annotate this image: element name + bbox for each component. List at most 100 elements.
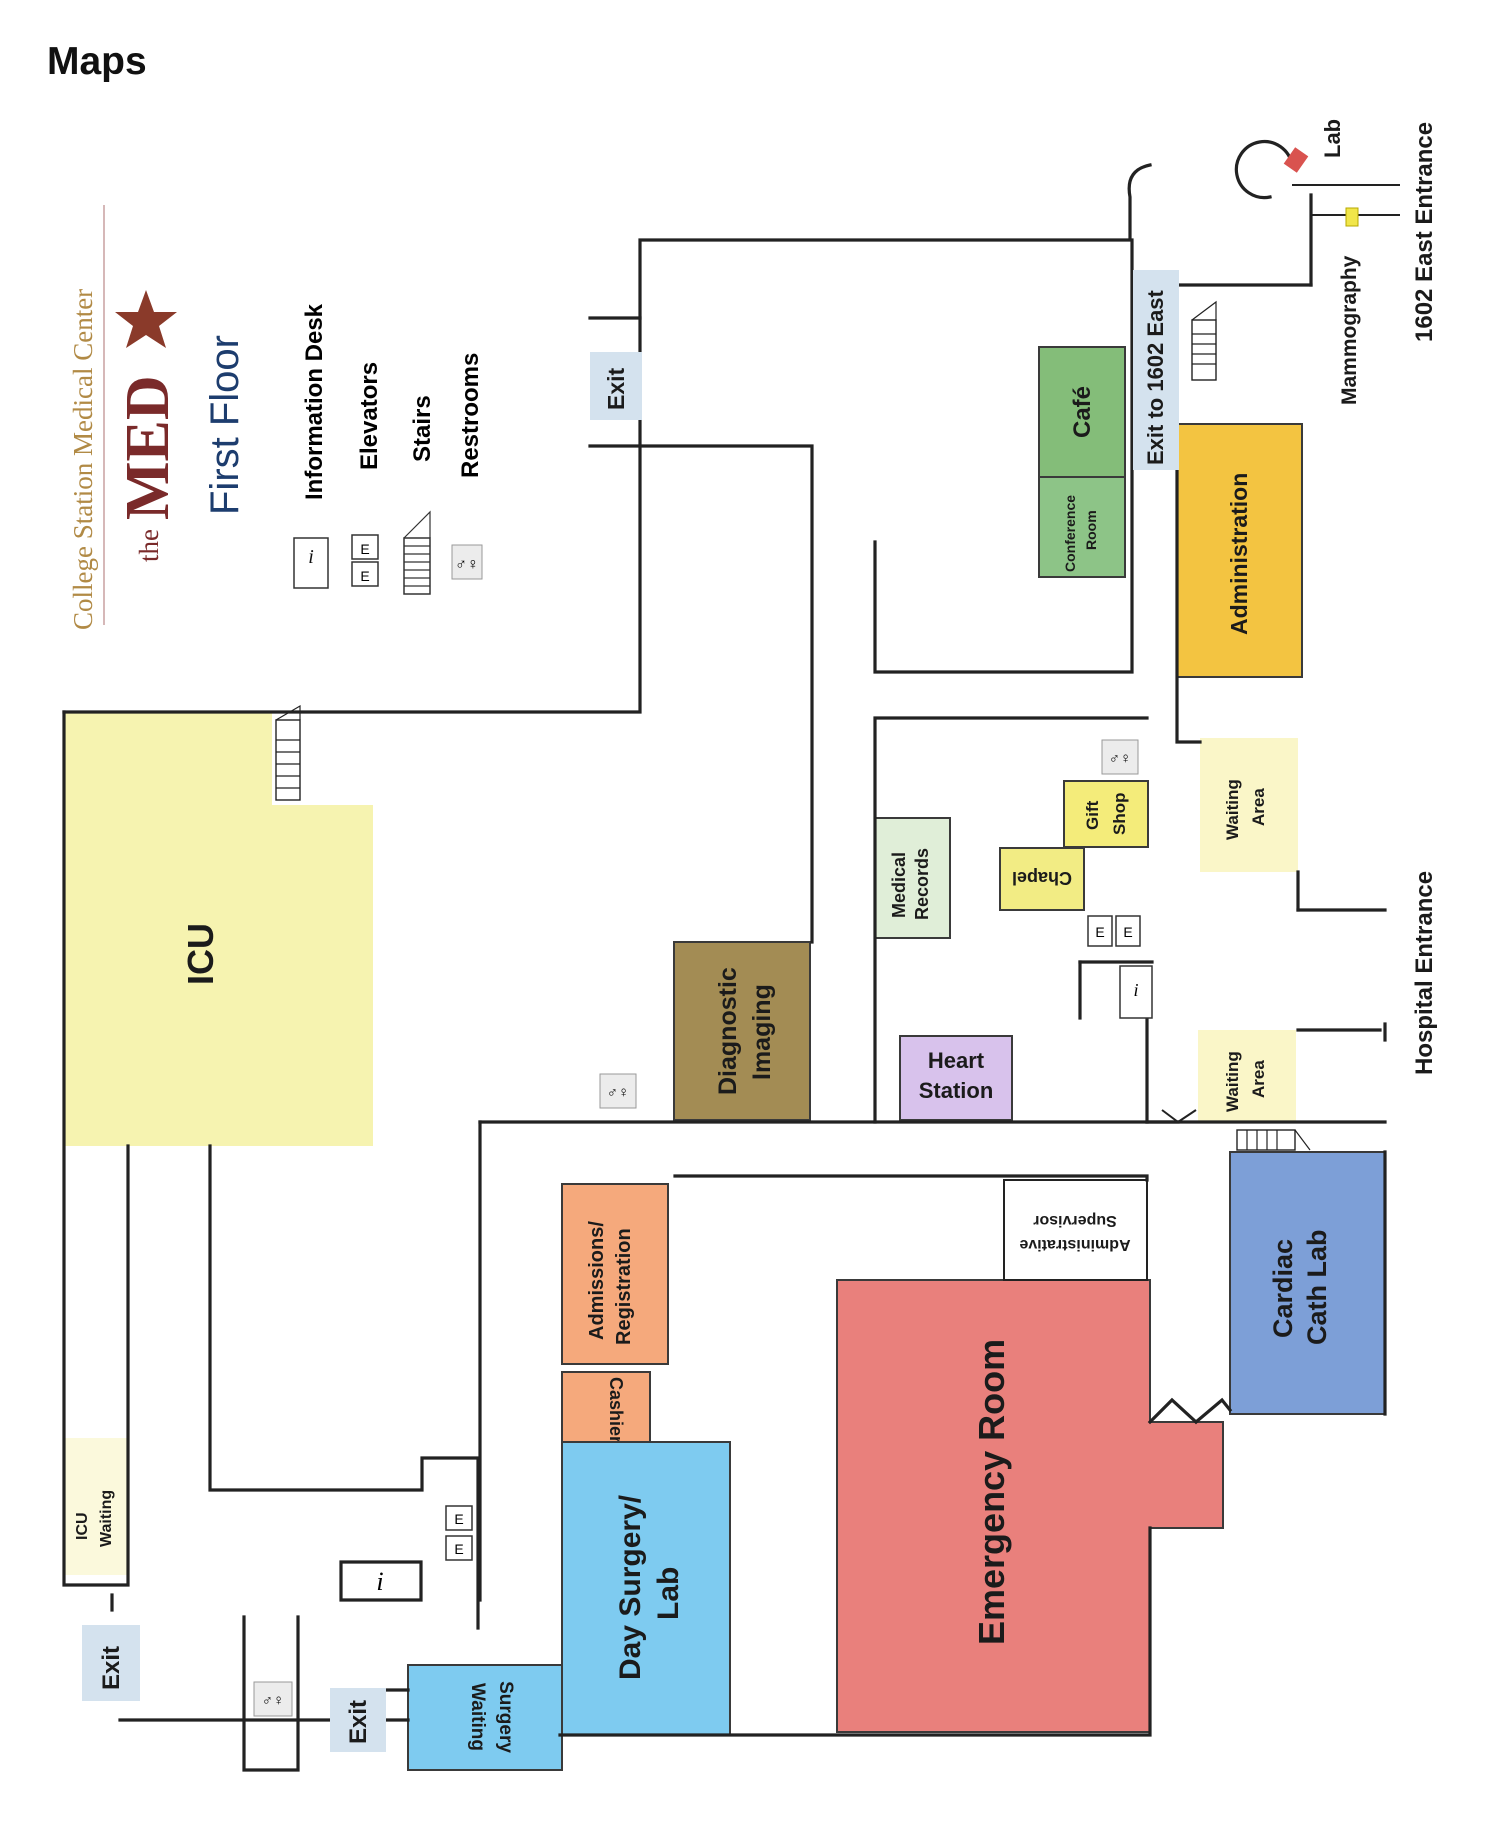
room-waiting-area-lower [1198, 1030, 1296, 1122]
stairs-icon-steps [403, 510, 431, 587]
exit-tag-mid-label: Exit [345, 1700, 372, 1744]
lab-label: Lab [1320, 119, 1345, 158]
room-icu-waiting-line1: ICU [74, 1512, 91, 1540]
stairs-icon [1191, 300, 1217, 381]
logo-star-icon [115, 290, 177, 348]
map-icons: ♂♀ ♂♀ ♂♀ E E E E i i [253, 147, 1359, 1717]
walls [62, 139, 1400, 1772]
restroom-icon: ♂♀ [253, 1681, 293, 1717]
room-admin-supervisor [1003, 1179, 1148, 1281]
legend-restrooms: ♂♀ Restrooms [451, 353, 484, 580]
room-waiting-area-upper [1200, 738, 1298, 872]
room-cardiac-line2: Cath Lab [1302, 1229, 1332, 1345]
room-cashier-label: Cashier [606, 1377, 626, 1443]
room-surgery-waiting [407, 1664, 563, 1771]
hospital-name: College Station Medical Center [68, 289, 98, 630]
room-icu-label: ICU [180, 923, 221, 985]
exit-tags: Exit Exit Exit Exit to 1602 East [82, 270, 1179, 1752]
svg-text:♂♀: ♂♀ [607, 1084, 630, 1101]
room-emergency-label: Emergency Room [971, 1339, 1012, 1645]
room-conference-line1: Conference [1062, 495, 1078, 572]
legend-label-elevators: Elevators [356, 362, 383, 470]
room-chapel [999, 847, 1085, 911]
room-records-line2: Records [912, 848, 932, 920]
restroom-icon: ♂♀ [599, 1073, 637, 1109]
exit-tag-mid [330, 1688, 386, 1752]
room-admissions-line2: Registration [613, 1228, 635, 1345]
room-diagnostic-line2: Imaging [748, 984, 776, 1080]
info-icon-glyph: i [308, 546, 314, 568]
svg-text:E: E [1095, 924, 1104, 940]
room-waiting-lower-line1: Waiting [1223, 1051, 1242, 1112]
elevator-glyph-2: E [360, 568, 369, 584]
room-admissions [561, 1183, 669, 1365]
stairs-icon [403, 537, 431, 595]
room-administration [1176, 423, 1303, 678]
room-cafe [1038, 346, 1126, 478]
svg-text:E: E [1123, 924, 1132, 940]
room-administration-label: Administration [1226, 473, 1252, 635]
room-icu-waiting-line2: Waiting [98, 1490, 115, 1547]
mammography-label: Mammography [1338, 255, 1361, 405]
legend-label-info: Information Desk [301, 303, 328, 500]
room-cashier [561, 1371, 651, 1443]
room-day-surgery [561, 1441, 731, 1736]
room-medical-records [874, 817, 951, 939]
rooms: ICU ICU Waiting Diagnostic Imaging Heart… [64, 346, 1386, 1771]
info-icon [293, 537, 329, 589]
room-conference [1038, 476, 1126, 578]
page-title: Maps [47, 40, 147, 83]
exit-tag-top-label: Exit [603, 367, 629, 410]
lab-marker-icon [1283, 147, 1309, 173]
room-records-line1: Medical [889, 852, 909, 918]
room-cardiac-cath-lab [1229, 1151, 1386, 1415]
svg-text:E: E [454, 1511, 463, 1527]
svg-text:E: E [454, 1541, 463, 1557]
legend: i Information Desk E E Elevators Stairs … [293, 303, 484, 595]
restroom-glyph: ♂♀ [455, 556, 479, 573]
elevator-icon: E E [1087, 915, 1141, 947]
logo-main: MED [114, 375, 182, 520]
room-conference-line2: Room [1083, 510, 1099, 550]
legend-info: i Information Desk [293, 303, 329, 589]
legend-stairs: Stairs [403, 395, 436, 595]
room-gift-line2: Shop [1110, 793, 1129, 836]
room-cardiac-line1: Cardiac [1268, 1239, 1298, 1338]
elevator-icon [351, 534, 379, 560]
svg-text:♂♀: ♂♀ [262, 1692, 285, 1709]
stairs-icon [275, 704, 301, 801]
logo-block: College Station Medical Center the MED F… [68, 205, 247, 630]
svg-text:i: i [1133, 980, 1138, 1000]
exit-tag-left-label: Exit [98, 1646, 125, 1690]
restroom-icon [451, 544, 483, 580]
room-day-surgery-line1: Day Surgery/ [614, 1494, 647, 1680]
room-chapel-label: Chapel [1012, 868, 1072, 888]
room-icu [64, 712, 373, 1146]
room-icu-waiting [64, 1438, 128, 1575]
legend-label-stairs: Stairs [409, 395, 436, 462]
room-surgery-waiting-line2: Waiting [467, 1683, 488, 1751]
room-gift-line1: Gift [1083, 800, 1102, 830]
stairs-icon [1236, 1129, 1311, 1151]
exit-tag-1602 [1133, 270, 1179, 470]
room-cafe-label: Café [1069, 386, 1096, 438]
room-waiting-upper-line1: Waiting [1223, 779, 1242, 840]
room-admin-supervisor-line1: Administrative [1019, 1236, 1130, 1253]
exit-1602-label: Exit to 1602 East [1143, 289, 1168, 465]
info-icon: i [1119, 965, 1153, 1019]
room-surgery-waiting-line1: Surgery [495, 1681, 516, 1753]
svg-text:♂♀: ♂♀ [1109, 750, 1132, 767]
room-diagnostic-line1: Diagnostic [714, 967, 742, 1095]
elevator-glyph: E [360, 541, 369, 557]
room-admissions-line1: Admissions/ [586, 1221, 608, 1340]
exit-tag-top [590, 352, 642, 420]
room-emergency [836, 1279, 1224, 1733]
room-admin-supervisor-line2: Supervisor [1033, 1212, 1117, 1229]
legend-label-restrooms: Restrooms [457, 353, 484, 478]
info-icon: i [376, 1567, 383, 1596]
room-waiting-lower-line2: Area [1249, 1060, 1268, 1098]
svg-text:i: i [376, 1567, 383, 1596]
logo-prefix: the [134, 529, 164, 562]
legend-elevators: E E Elevators [351, 362, 383, 587]
